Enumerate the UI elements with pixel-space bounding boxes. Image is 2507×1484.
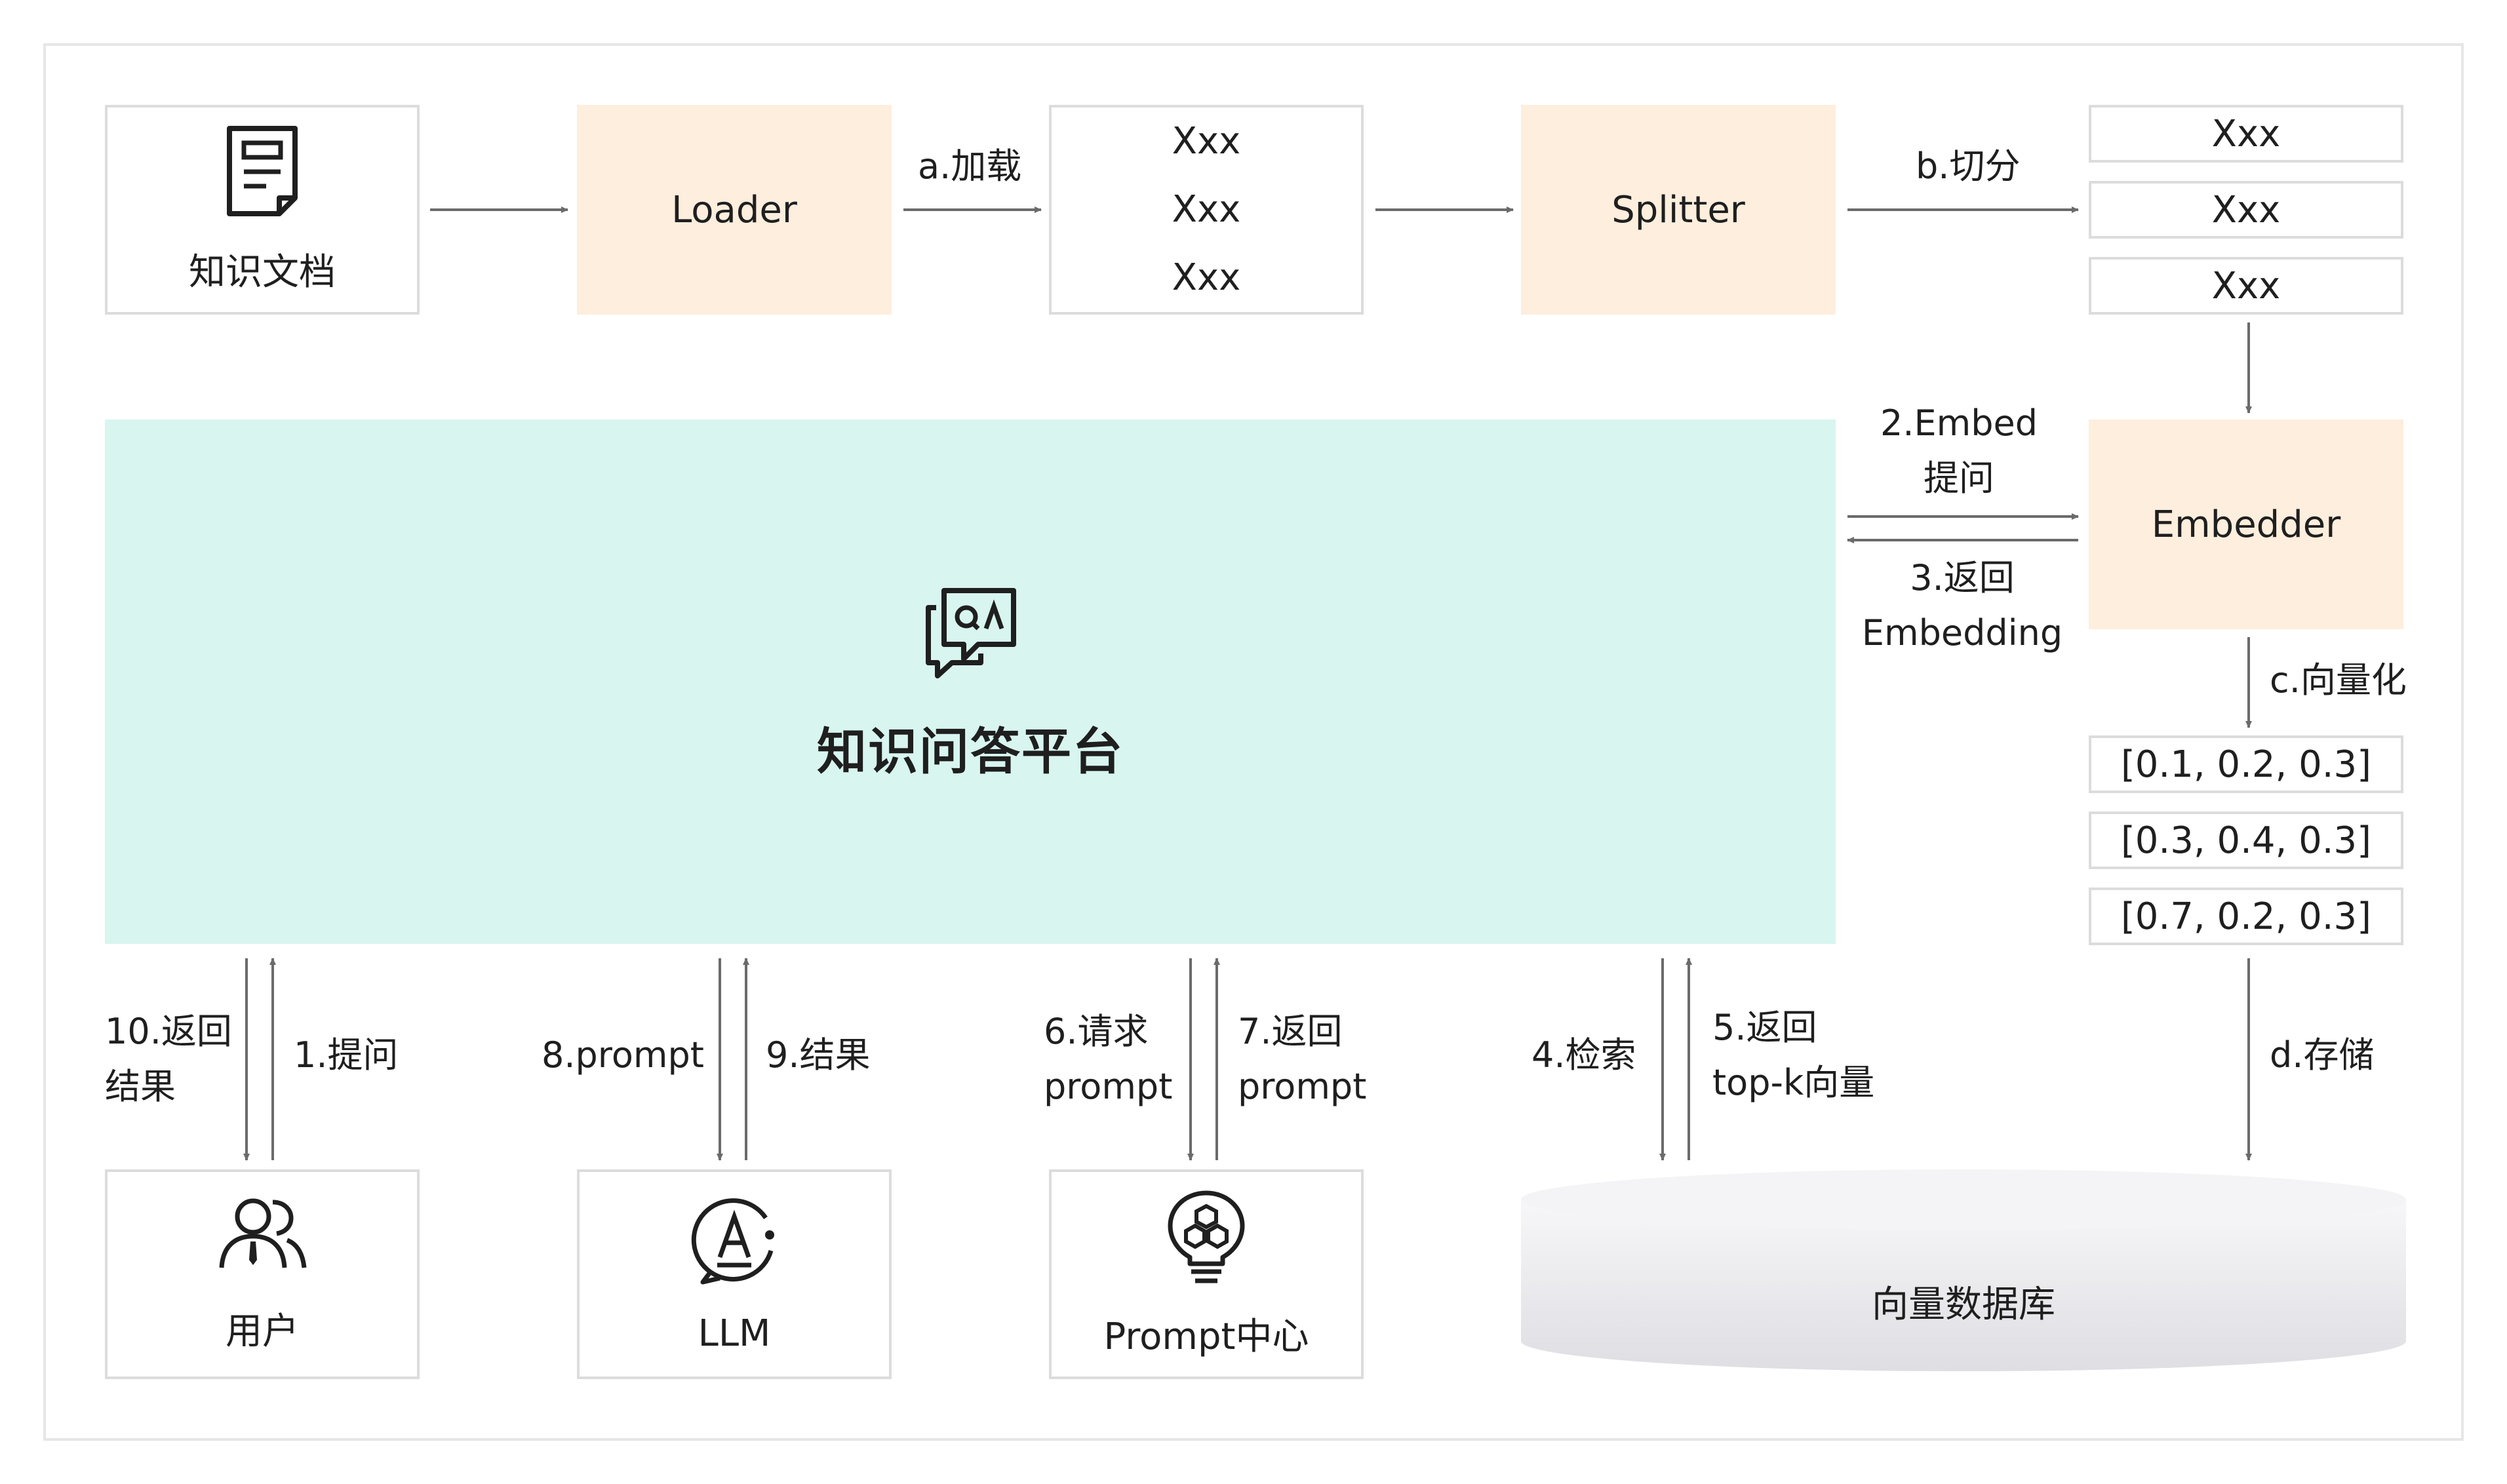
user-node: 用户	[105, 1169, 420, 1379]
embedder-label: Embedder	[2151, 503, 2341, 546]
edge-label-line: 7.返回	[1238, 1011, 1343, 1052]
vector-item: [0.7, 0.2, 0.3]	[2089, 888, 2403, 945]
knowledge-doc-label: 知识文档	[189, 250, 336, 294]
qa-chat-icon	[918, 580, 1023, 685]
vector-text: [0.3, 0.4, 0.3]	[2120, 819, 2372, 862]
edge-label-result: 9.结果	[766, 1034, 871, 1076]
loader-label: Loader	[671, 188, 797, 231]
edge-label-split: b.切分	[1916, 146, 2021, 187]
chunk-item: Xxx	[2089, 257, 2403, 315]
edge-label-line: 3.返回	[1910, 557, 2015, 598]
vector-text: [0.1, 0.2, 0.3]	[2120, 743, 2372, 786]
users-icon	[216, 1194, 308, 1273]
bulb-icon	[1164, 1189, 1249, 1287]
edge-label-return-embedding: 3.返回 Embedding	[1847, 551, 2077, 660]
knowledge-doc-node: 知识文档	[105, 105, 420, 315]
edge-label-search: 4.检索	[1531, 1034, 1636, 1076]
edge-label-embed-question: 2.Embed 提问	[1847, 396, 2070, 505]
edge-label-request-prompt: 6.请求 prompt	[1044, 1004, 1172, 1114]
edge-label-vectorize: c.向量化	[2270, 659, 2407, 701]
edge-label-line: 6.请求	[1044, 1011, 1149, 1052]
chunk-text: Xxx	[2211, 112, 2281, 155]
document-icon	[223, 125, 302, 216]
vector-db-label: 向量数据库	[1872, 1283, 2055, 1326]
loaded-docs-node: Xxx Xxx Xxx	[1049, 105, 1364, 315]
chunk-text: Xxx	[2211, 264, 2281, 307]
edge-label-line: prompt	[1044, 1065, 1173, 1107]
llm-label: LLM	[698, 1312, 771, 1355]
edge-label-load: a.加载	[918, 146, 1022, 187]
diagram-frame	[43, 43, 2464, 1441]
loader-node: Loader	[577, 105, 892, 315]
edge-label-return-prompt: 7.返回 prompt	[1238, 1004, 1366, 1114]
edge-label-line: 2.Embed	[1880, 402, 2038, 444]
edge-label-prompt: 8.prompt	[542, 1034, 704, 1076]
edge-label-return-result: 10.返回 结果	[105, 1004, 232, 1114]
edge-label-line: 10.返回	[105, 1011, 232, 1052]
loaded-item: Xxx	[1172, 188, 1241, 231]
vector-text: [0.7, 0.2, 0.3]	[2120, 895, 2372, 938]
prompt-center-label: Prompt中心	[1103, 1315, 1309, 1358]
splitter-label: Splitter	[1611, 188, 1745, 231]
embedder-node: Embedder	[2089, 420, 2403, 629]
edge-label-line: 5.返回	[1712, 1007, 1817, 1048]
edge-label-line: 提问	[1924, 457, 1994, 499]
edge-label-line: top-k向量	[1712, 1061, 1875, 1103]
prompt-center-node: Prompt中心	[1049, 1169, 1364, 1379]
chunk-item: Xxx	[2089, 181, 2403, 239]
edge-label-line: Embedding	[1861, 612, 2063, 654]
llm-node: LLM	[577, 1169, 892, 1379]
loaded-item: Xxx	[1172, 256, 1241, 299]
edge-label-line: 结果	[105, 1065, 176, 1107]
vector-item: [0.1, 0.2, 0.3]	[2089, 735, 2403, 793]
user-label: 用户	[226, 1310, 299, 1353]
edge-label-return-topk: 5.返回 top-k向量	[1712, 1000, 1874, 1110]
splitter-node: Splitter	[1521, 105, 1836, 315]
qa-platform-node: 知识问答平台	[105, 420, 1836, 944]
edge-label-ask: 1.提问	[294, 1034, 399, 1076]
edge-label-line: prompt	[1238, 1065, 1367, 1107]
vector-db-node	[1521, 1169, 2406, 1371]
edge-label-store: d.存储	[2270, 1034, 2375, 1076]
vector-item: [0.3, 0.4, 0.3]	[2089, 811, 2403, 869]
chunk-text: Xxx	[2211, 188, 2281, 231]
loaded-item: Xxx	[1172, 120, 1241, 163]
chunk-item: Xxx	[2089, 105, 2403, 163]
llm-icon	[688, 1194, 780, 1286]
qa-platform-title: 知识问答平台	[817, 722, 1124, 781]
